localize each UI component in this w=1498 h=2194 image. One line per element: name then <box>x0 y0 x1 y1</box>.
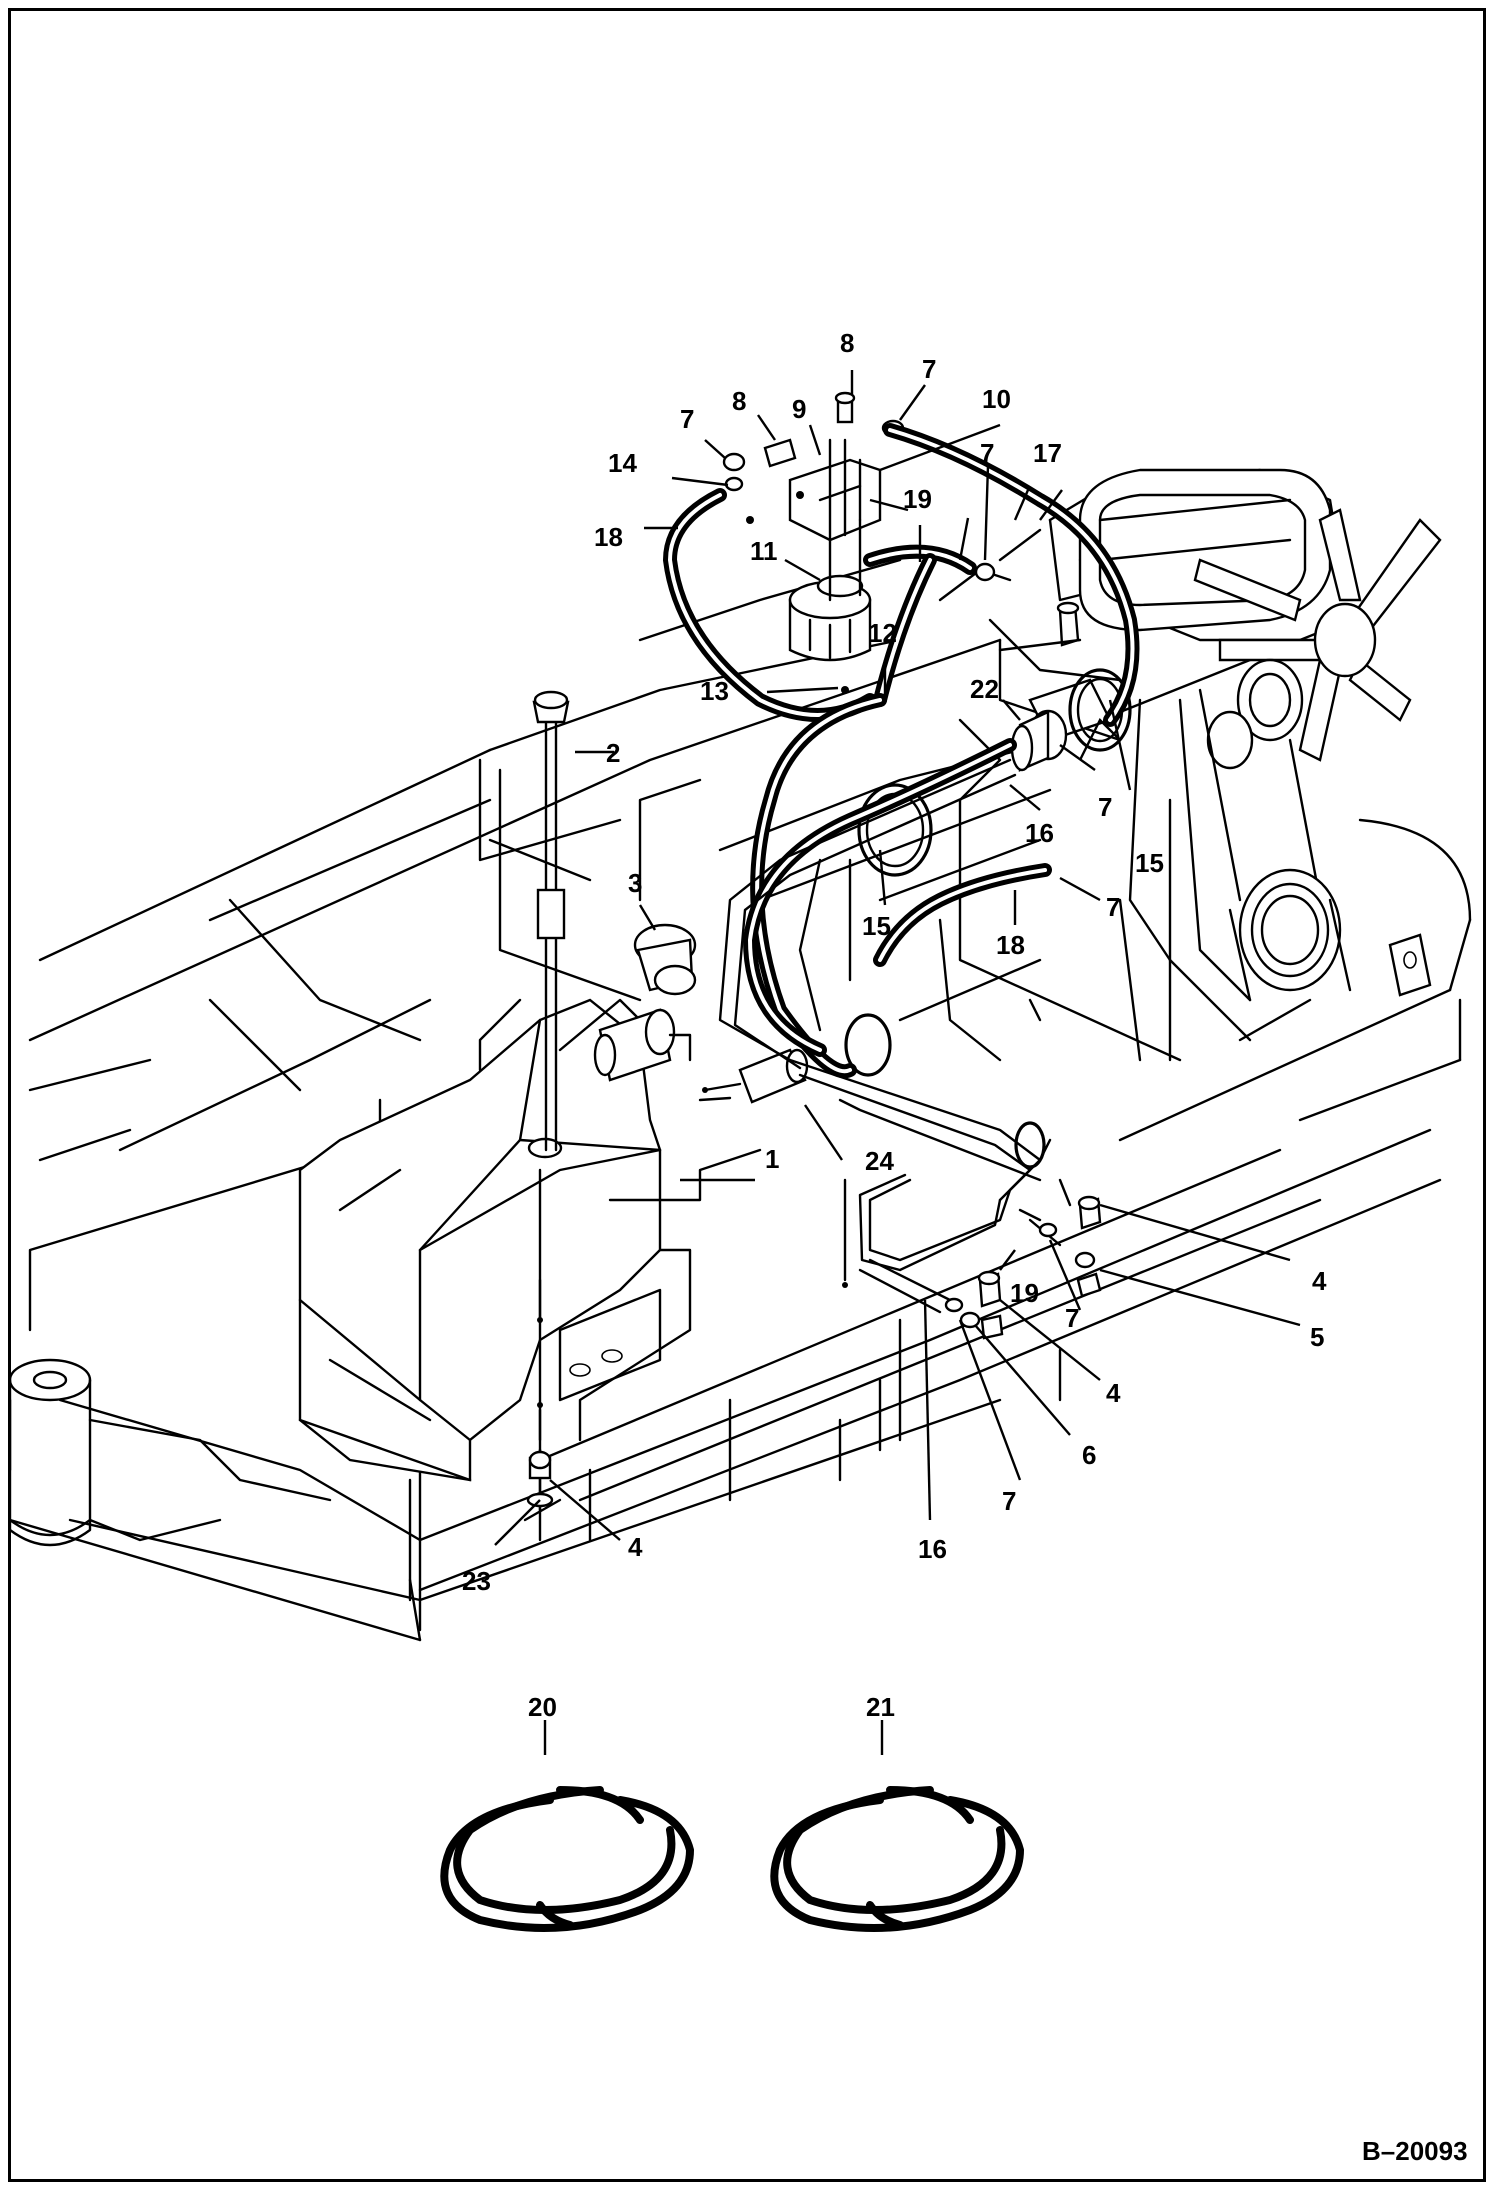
engine-mount-bracket <box>1388 933 1432 997</box>
callout-22: 22 <box>970 674 999 704</box>
hose-coil-20 <box>440 1786 694 1932</box>
callout-7: 7 <box>922 354 936 384</box>
callout-17: 17 <box>1033 438 1062 468</box>
callout-7: 7 <box>680 404 694 434</box>
diagram-frame <box>8 8 1486 2182</box>
fuel-filter <box>788 574 872 662</box>
callout-3: 3 <box>628 868 642 898</box>
callout-4: 4 <box>628 1532 643 1562</box>
callout-10: 10 <box>982 384 1011 414</box>
hose-coil-21 <box>770 1786 1024 1932</box>
callout-20: 20 <box>528 1692 557 1722</box>
callout-15: 15 <box>1135 848 1164 878</box>
inline-fuel-strainer <box>698 1048 809 1104</box>
callout-labels: 8 7 10 7 8 9 14 7 17 18 19 11 12 13 22 2… <box>462 328 1327 1722</box>
callout-19: 19 <box>1010 1278 1039 1308</box>
callout-7: 7 <box>1098 792 1112 822</box>
fittings-upper <box>722 391 996 694</box>
fuel-feed-pump <box>1010 709 1068 772</box>
callout-7: 7 <box>1002 1486 1016 1516</box>
callout-15: 15 <box>862 911 891 941</box>
callout-24: 24 <box>865 1146 894 1176</box>
callout-4: 4 <box>1312 1266 1327 1296</box>
callout-6: 6 <box>1082 1440 1096 1470</box>
callout-7: 7 <box>980 438 994 468</box>
callout-11: 11 <box>750 536 778 566</box>
callout-19: 19 <box>903 484 932 514</box>
callout-2: 2 <box>606 738 620 768</box>
callout-8: 8 <box>840 328 854 358</box>
callout-12: 12 <box>868 618 897 648</box>
callout-8: 8 <box>732 386 746 416</box>
tank-bottom-fittings <box>528 1178 848 1470</box>
filter-head-bracket <box>788 438 882 602</box>
callout-18: 18 <box>996 930 1025 960</box>
cooling-fan <box>1193 508 1442 762</box>
callout-7: 7 <box>1106 892 1120 922</box>
callout-1: 1 <box>765 1144 779 1174</box>
fuel-hoses <box>662 423 1140 1314</box>
filler-neck <box>593 1008 692 1082</box>
leader-lines <box>494 370 1301 1755</box>
callout-18: 18 <box>594 522 623 552</box>
tank-line-fittings <box>944 1178 1102 1340</box>
callout-21: 21 <box>866 1692 895 1722</box>
callout-4: 4 <box>1106 1378 1121 1408</box>
callout-13: 13 <box>700 676 729 706</box>
fuel-sender-unit <box>532 690 570 1152</box>
callout-16: 16 <box>1025 818 1054 848</box>
fuel-cap <box>633 923 697 996</box>
callout-16: 16 <box>918 1534 947 1564</box>
callout-5: 5 <box>1310 1322 1324 1352</box>
engine-pulleys <box>1178 658 1472 1002</box>
boom-pivot-boss <box>8 1358 332 1547</box>
callout-14: 14 <box>608 448 637 478</box>
figure-id: B–20093 <box>1362 2136 1468 2166</box>
callout-9: 9 <box>792 394 806 424</box>
fuel-tank <box>298 998 762 1482</box>
callout-7: 7 <box>1065 1303 1079 1333</box>
callout-23: 23 <box>462 1566 491 1596</box>
